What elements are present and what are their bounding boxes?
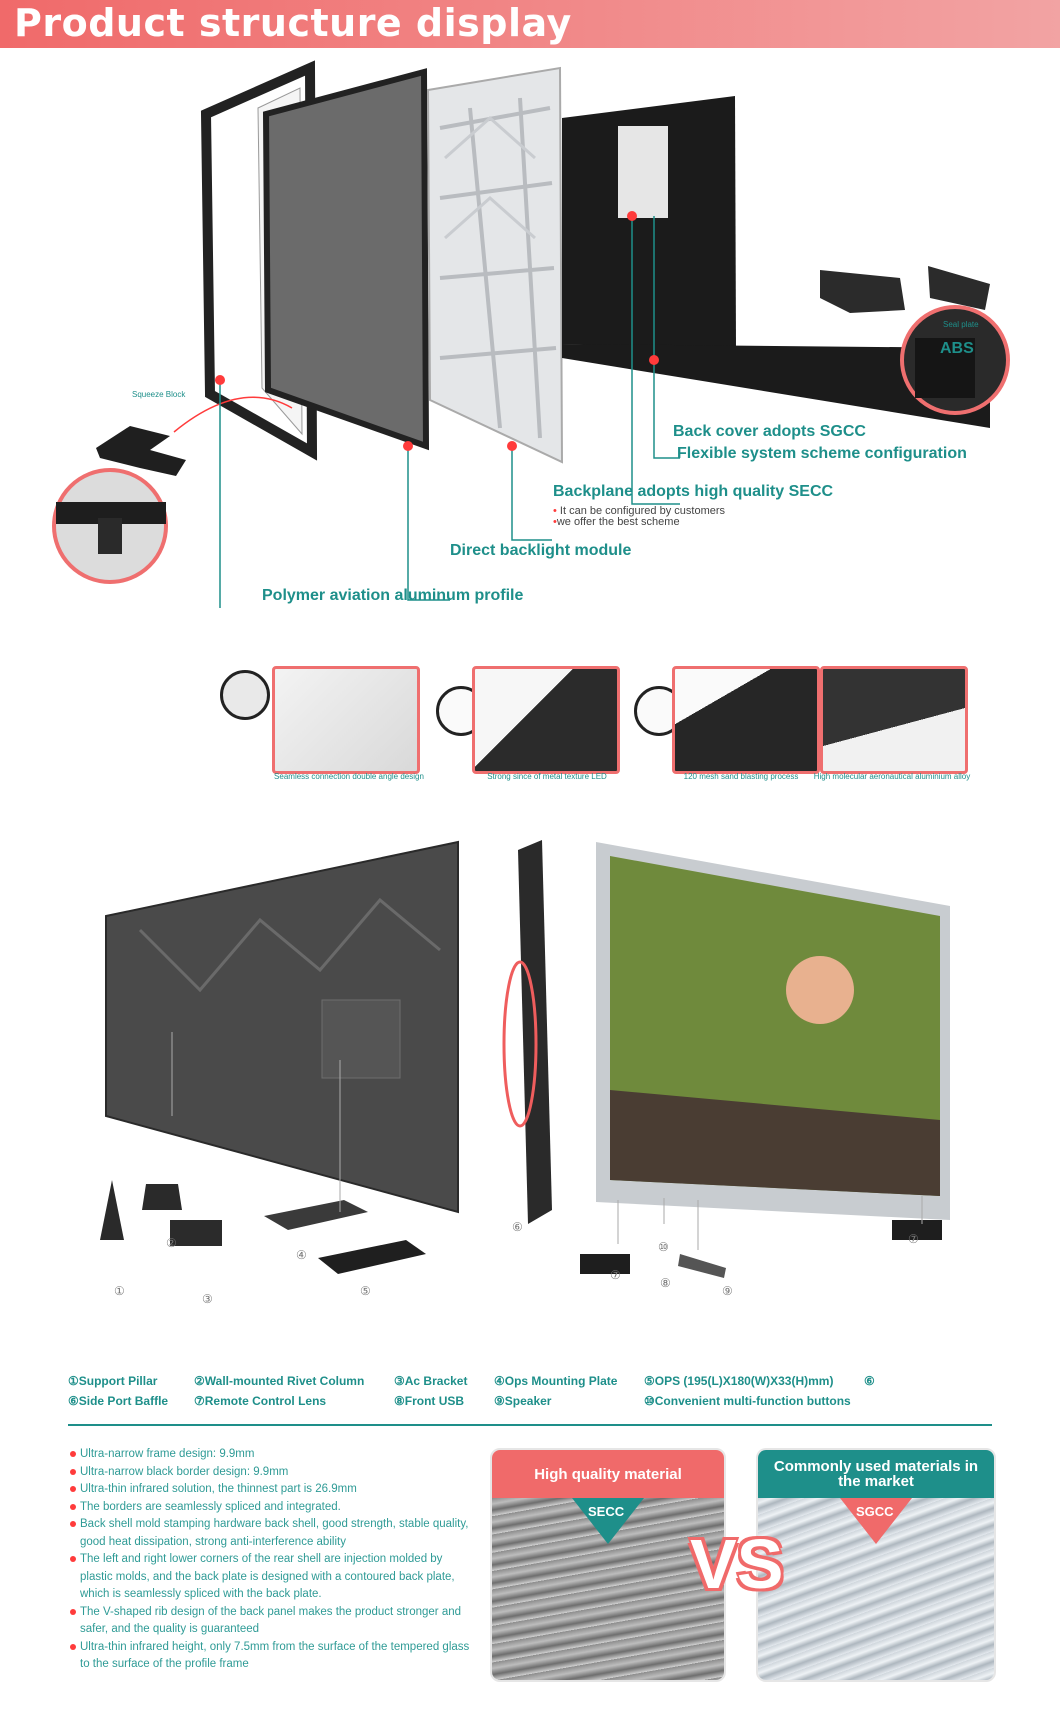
num-6: ⑥ <box>512 1220 523 1234</box>
ops-mounting-plate <box>264 1200 368 1230</box>
sgcc-card: Commonly used materials in the market SG… <box>756 1448 996 1682</box>
feature-item: Ultra-narrow frame design: 9.9mm <box>70 1446 476 1464</box>
remote-lens-right <box>892 1220 942 1240</box>
num-7-left: ⑦ <box>610 1268 621 1282</box>
page-title: Product structure display <box>14 1 572 45</box>
back-cover-label: Back cover adopts SGCC <box>673 423 866 440</box>
sgcc-card-title: Commonly used materials in the market <box>758 1450 994 1498</box>
legend-item: ④Ops Mounting Plate <box>494 1374 618 1388</box>
detail-caption-2: Strong since of metal texture LED <box>487 772 607 781</box>
sgcc-tag-shape <box>840 1498 912 1544</box>
abs-label: ABS <box>940 340 974 357</box>
sgcc-material-image: SGCC <box>758 1498 994 1680</box>
detail-caption-4: High molecular aeronautical aluminium al… <box>813 772 971 781</box>
detail-panel-1 <box>272 666 420 774</box>
legend-item: ②Wall-mounted Rivet Column <box>194 1374 365 1388</box>
backlight-label: Direct backlight module <box>450 542 632 559</box>
feature-item: The borders are seamlessly spliced and i… <box>70 1499 476 1517</box>
num-4: ④ <box>296 1248 307 1262</box>
speaker <box>678 1254 726 1278</box>
secc-card: High quality material SECC <box>490 1448 726 1682</box>
squeeze-block-piece <box>96 426 186 476</box>
aluminum-frame <box>200 60 318 461</box>
legend-item: ⑤OPS (195(L)X180(W)X33(H)mm) <box>644 1374 834 1388</box>
backplane-note-2: •we offer the best scheme <box>553 516 680 528</box>
num-8: ⑧ <box>660 1276 671 1290</box>
num-1: ① <box>114 1284 125 1298</box>
lcd-panel <box>262 68 430 451</box>
feature-list: Ultra-narrow frame design: 9.9mm Ultra-n… <box>70 1446 476 1674</box>
squeeze-block-label: Squeeze Block <box>132 390 186 399</box>
secc-material-image: SECC <box>492 1498 724 1680</box>
secc-card-title: High quality material <box>492 1450 724 1498</box>
legend-item: ⑨Speaker <box>494 1394 552 1408</box>
feature-item: Back shell mold stamping hardware back s… <box>70 1516 476 1551</box>
product-views <box>100 840 950 1278</box>
feature-item: The left and right lower corners of the … <box>70 1551 476 1604</box>
divider <box>68 1424 992 1426</box>
backplane-label: Backplane adopts high quality SECC <box>553 483 834 500</box>
num-9: ⑨ <box>722 1284 733 1298</box>
wall-rivet-column <box>142 1184 182 1210</box>
seal-plate-label: Seal plate <box>943 320 979 329</box>
remote-lens-left <box>580 1254 630 1274</box>
ops-module <box>318 1240 426 1274</box>
detail-panel-3 <box>672 666 820 774</box>
secc-tag: SECC <box>588 1504 625 1519</box>
num-5: ⑤ <box>360 1284 371 1298</box>
seal-plate-piece <box>928 266 990 310</box>
detail-caption-3: 120 mesh sand blasting process <box>683 772 799 781</box>
num-2: ② <box>166 1236 177 1250</box>
bracket-piece <box>820 270 905 313</box>
detail-strip <box>220 666 970 780</box>
feature-item: The V-shaped rib design of the back pane… <box>70 1604 476 1639</box>
legend-item: ①Support Pillar <box>68 1374 158 1388</box>
legend-item: ⑩Convenient multi-function buttons <box>644 1394 851 1408</box>
legend-item: ⑧Front USB <box>394 1394 465 1408</box>
magnifier-icon <box>220 670 270 720</box>
flexible-scheme-label: Flexible system scheme configuration <box>677 445 967 462</box>
back-cover <box>562 96 736 348</box>
parts-legend: ①Support Pillar ②Wall-mounted Rivet Colu… <box>68 1374 1008 1414</box>
rear-view-display <box>105 840 459 1214</box>
vs-badge: VS <box>690 1525 784 1603</box>
feature-item: Ultra-thin infrared solution, the thinne… <box>70 1481 476 1499</box>
feature-item: Ultra-narrow black border design: 9.9mm <box>70 1464 476 1482</box>
num-10: ⑩ <box>658 1240 669 1254</box>
exploded-diagram <box>52 60 1010 608</box>
legend-item: ③Ac Bracket <box>394 1374 468 1388</box>
secc-tag-shape <box>572 1498 644 1544</box>
backplane-note-1: • It can be configured by customers <box>553 505 726 517</box>
sgcc-tag: SGCC <box>856 1504 894 1519</box>
detail-panel-4 <box>820 666 968 774</box>
legend-item: ⑥Side Port Baffle <box>68 1394 169 1408</box>
num-7-right: ⑦ <box>908 1232 919 1246</box>
num-3: ③ <box>202 1292 213 1306</box>
profile-label: Polymer aviation aluminum profile <box>262 587 524 604</box>
detail-panel-2 <box>472 666 620 774</box>
legend-item: ⑥ <box>864 1374 875 1388</box>
detail-caption-1: Seamless connection double angle design <box>274 772 424 781</box>
header-banner <box>0 0 1060 48</box>
backplane <box>426 66 564 464</box>
ac-bracket <box>170 1220 222 1246</box>
feature-item: Ultra-thin infrared height, only 7.5mm f… <box>70 1639 476 1674</box>
side-port-highlight <box>502 960 538 1128</box>
legend-item: ⑦Remote Control Lens <box>194 1394 327 1408</box>
support-pillar <box>100 1180 124 1240</box>
